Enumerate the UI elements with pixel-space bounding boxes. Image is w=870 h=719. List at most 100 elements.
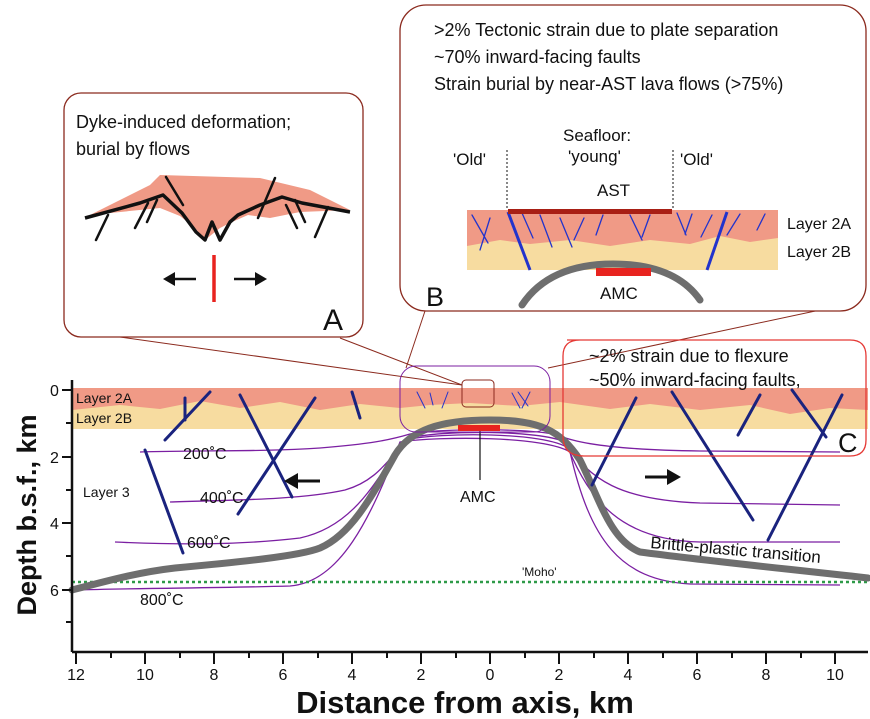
callout-b-faults bbox=[471, 212, 766, 251]
callout-b-amc-lens bbox=[596, 268, 651, 276]
layer-2b-label: Layer 2B bbox=[76, 410, 132, 426]
x-tick-label: 10 bbox=[826, 667, 844, 684]
callout-a-leader bbox=[339, 337, 463, 386]
axes bbox=[70, 380, 868, 654]
zoom-fault bbox=[416, 391, 426, 409]
b-fault bbox=[521, 212, 534, 239]
y-tick-label: 4 bbox=[50, 516, 59, 533]
callout-b: >2% Tectonic strain due to plate separat… bbox=[399, 4, 867, 433]
x-tick-label: 8 bbox=[762, 667, 771, 684]
dyke-fault bbox=[145, 198, 159, 224]
callout-c-line2: ~50% inward-facing faults, bbox=[589, 370, 801, 390]
faults bbox=[143, 388, 844, 555]
zoom-fault bbox=[441, 391, 449, 409]
b-fault bbox=[726, 213, 741, 236]
b-fault bbox=[479, 217, 491, 251]
callout-b-line1: >2% Tectonic strain due to plate separat… bbox=[434, 20, 778, 40]
dyke-fault bbox=[94, 213, 110, 242]
isotherm-800 bbox=[71, 437, 841, 591]
callout-b-ast: AST bbox=[597, 181, 630, 200]
dyke-fault bbox=[256, 176, 277, 220]
isotherm-200-label: 200˚C bbox=[183, 446, 227, 463]
callout-c-letter: C bbox=[838, 428, 858, 458]
dyke-fault bbox=[133, 201, 150, 230]
b-fault bbox=[595, 214, 604, 236]
b-fault bbox=[676, 212, 687, 236]
x-ticks bbox=[75, 652, 836, 664]
callout-a-surface bbox=[84, 193, 351, 242]
callout-c-box bbox=[562, 339, 867, 457]
callout-c-line1: ~2% strain due to flexure bbox=[589, 346, 789, 366]
callout-b-2a-band bbox=[467, 210, 778, 246]
fault bbox=[790, 388, 828, 439]
x-axis-title: Distance from axis, km bbox=[296, 685, 634, 719]
right-arrow-head bbox=[667, 469, 681, 485]
callout-b-bpt bbox=[518, 260, 704, 309]
callout-a-left-arrow-head bbox=[163, 272, 175, 286]
x-tick-label: 2 bbox=[417, 667, 426, 684]
b-fault bbox=[684, 213, 693, 235]
x-tick-label: 6 bbox=[279, 667, 288, 684]
dyke-fault bbox=[293, 198, 307, 224]
callout-b-letter: B bbox=[426, 282, 444, 312]
x-tick-label: 6 bbox=[693, 667, 702, 684]
isotherm-200 bbox=[139, 429, 841, 453]
y-axis-title: Depth b.s.f., km bbox=[12, 414, 42, 615]
callout-b-old-left: 'Old' bbox=[453, 150, 486, 169]
isotherm-400 bbox=[169, 431, 841, 506]
callout-a: Dyke-induced deformation; burial by flow… bbox=[63, 92, 495, 408]
b-fault bbox=[573, 217, 585, 241]
y-ticks bbox=[62, 389, 72, 623]
y-tick-label: 0 bbox=[50, 383, 59, 400]
fault bbox=[590, 396, 638, 487]
callout-a-faults bbox=[94, 175, 330, 242]
b-fault bbox=[756, 213, 766, 231]
callout-b-seafloor1: Seafloor: bbox=[563, 126, 631, 145]
callout-b-zoom-box bbox=[399, 365, 551, 433]
isotherm-800-label: 800˚C bbox=[140, 592, 184, 609]
b-main-fault bbox=[506, 211, 532, 271]
callout-b-amc: AMC bbox=[600, 284, 638, 303]
y-tick-label: 2 bbox=[50, 450, 59, 467]
layer-2a-label: Layer 2A bbox=[76, 390, 133, 406]
callout-b-line2: ~70% inward-facing faults bbox=[434, 47, 641, 67]
isotherm-400-label: 400˚C bbox=[200, 490, 244, 507]
dyke-fault bbox=[313, 205, 330, 239]
callout-b-leader bbox=[547, 309, 821, 369]
zoom-fault bbox=[521, 391, 531, 409]
dyke-fault bbox=[164, 175, 185, 207]
x-tick-label: 8 bbox=[210, 667, 219, 684]
callout-b-zoom-faults bbox=[416, 391, 531, 409]
callout-b-line3: Strain burial by near-AST lava flows (>7… bbox=[434, 74, 783, 94]
b-fault bbox=[471, 214, 489, 244]
x-tick-label: 0 bbox=[486, 667, 495, 684]
fault bbox=[163, 390, 212, 442]
callout-b-layer-2a: Layer 2A bbox=[787, 216, 851, 233]
fault bbox=[736, 393, 762, 437]
b-fault bbox=[629, 214, 643, 241]
dyke-fault bbox=[284, 203, 299, 230]
callout-a-line1: Dyke-induced deformation; bbox=[76, 112, 291, 132]
amc-lens bbox=[458, 425, 500, 431]
callout-c: ~2% strain due to flexure ~50% inward-fa… bbox=[562, 339, 867, 458]
fault bbox=[236, 396, 317, 516]
b-fault bbox=[641, 214, 651, 238]
layer-2a-band bbox=[72, 388, 868, 414]
brittle-plastic-transition bbox=[68, 416, 870, 594]
x-tick-label: 10 bbox=[136, 667, 154, 684]
b-fault bbox=[700, 214, 713, 238]
callout-a-letter: A bbox=[323, 304, 343, 337]
callout-b-old-right: 'Old' bbox=[680, 150, 713, 169]
callout-b-seafloor2: 'young' bbox=[568, 147, 621, 166]
callout-a-leader bbox=[69, 329, 463, 386]
x-tick-label: 4 bbox=[624, 667, 633, 684]
callout-a-arrows bbox=[163, 272, 267, 286]
x-tick-label: 2 bbox=[555, 667, 564, 684]
moho-label: 'Moho' bbox=[522, 565, 557, 579]
left-arrow-head bbox=[284, 473, 298, 489]
spreading-arrows bbox=[284, 469, 681, 489]
fault bbox=[350, 390, 362, 420]
x-tick-label: 12 bbox=[67, 667, 85, 684]
callout-b-layer-2b: Layer 2B bbox=[787, 244, 851, 261]
